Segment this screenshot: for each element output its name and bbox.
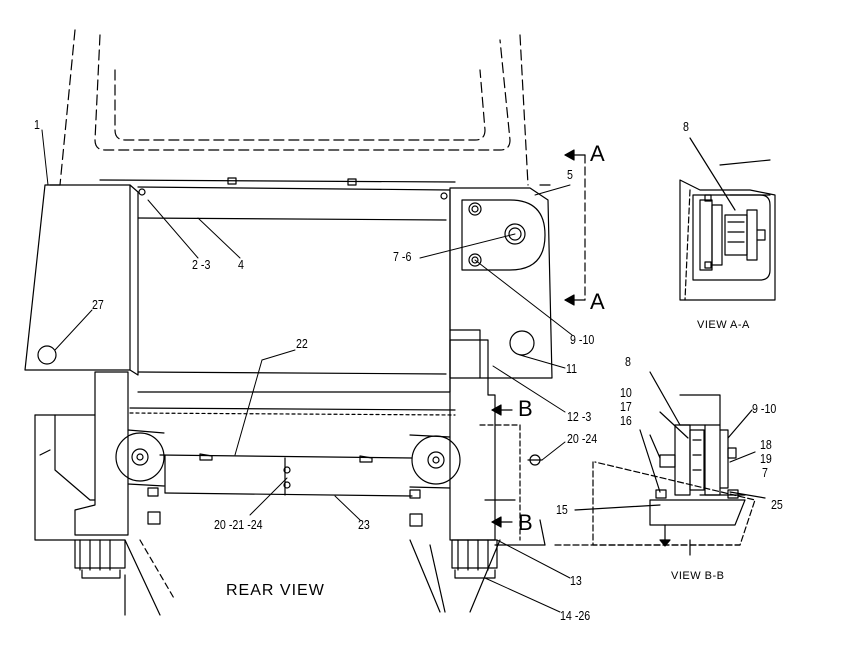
right-post [450, 340, 495, 540]
callout-20-24: 20 -24 [567, 431, 598, 446]
callout-13: 13 [570, 573, 582, 588]
view-aa-detail [680, 138, 775, 300]
callout-4: 4 [238, 257, 244, 272]
bb-callout-9-10: 9 -10 [752, 401, 777, 416]
section-b-marker [492, 405, 512, 527]
bb-callout-10: 10 [620, 385, 632, 400]
cross-member [160, 455, 412, 458]
aa-callout-8: 8 [683, 119, 689, 134]
left-post [75, 372, 128, 535]
right-guard [450, 188, 552, 378]
bb-callout-19: 19 [760, 451, 772, 466]
rear-view-caption: REAR VIEW [226, 582, 325, 599]
section-a-bottom-label: A [590, 289, 605, 314]
section-a-marker [565, 150, 585, 305]
section-b-bottom-label: B [518, 510, 533, 535]
mount-plate [462, 200, 545, 270]
guard-hole [38, 346, 56, 364]
cab-outline [45, 30, 550, 185]
left-roller [116, 430, 164, 486]
callout-27: 27 [92, 297, 104, 312]
leader-lines [42, 130, 572, 612]
callout-22: 22 [296, 336, 308, 351]
bb-callout-16: 16 [620, 413, 632, 428]
bb-callout-18: 18 [760, 437, 772, 452]
callout-12-3: 12 -3 [567, 409, 592, 424]
view-bb-detail [555, 372, 765, 555]
callout-2-3: 2 -3 [192, 257, 211, 272]
view-bb-caption: VIEW B-B [671, 570, 725, 582]
bb-callout-25: 25 [771, 497, 783, 512]
section-a-top-label: A [590, 141, 605, 166]
left-guard [25, 185, 130, 370]
callout-14-26: 14 -26 [560, 608, 591, 623]
callout-7-6: 7 -6 [393, 249, 412, 264]
view-aa-caption: VIEW A-A [697, 319, 750, 331]
callout-20-21-24: 20 -21 -24 [214, 517, 263, 532]
bb-callout-17: 17 [620, 399, 632, 414]
bb-callout-8: 8 [625, 354, 631, 369]
pivot-pin [505, 224, 525, 244]
right-roller [410, 435, 460, 488]
top-rail [100, 180, 455, 182]
section-b-top-label: B [518, 396, 533, 421]
callout-11: 11 [566, 361, 578, 376]
callout-1: 1 [34, 117, 40, 132]
top-bolts [139, 178, 447, 199]
bb-callout-15: 15 [556, 502, 568, 517]
bb-callout-7: 7 [762, 465, 768, 480]
callout-23: 23 [358, 517, 370, 532]
callout-9-10: 9 -10 [570, 332, 595, 347]
callout-5: 5 [567, 167, 573, 182]
